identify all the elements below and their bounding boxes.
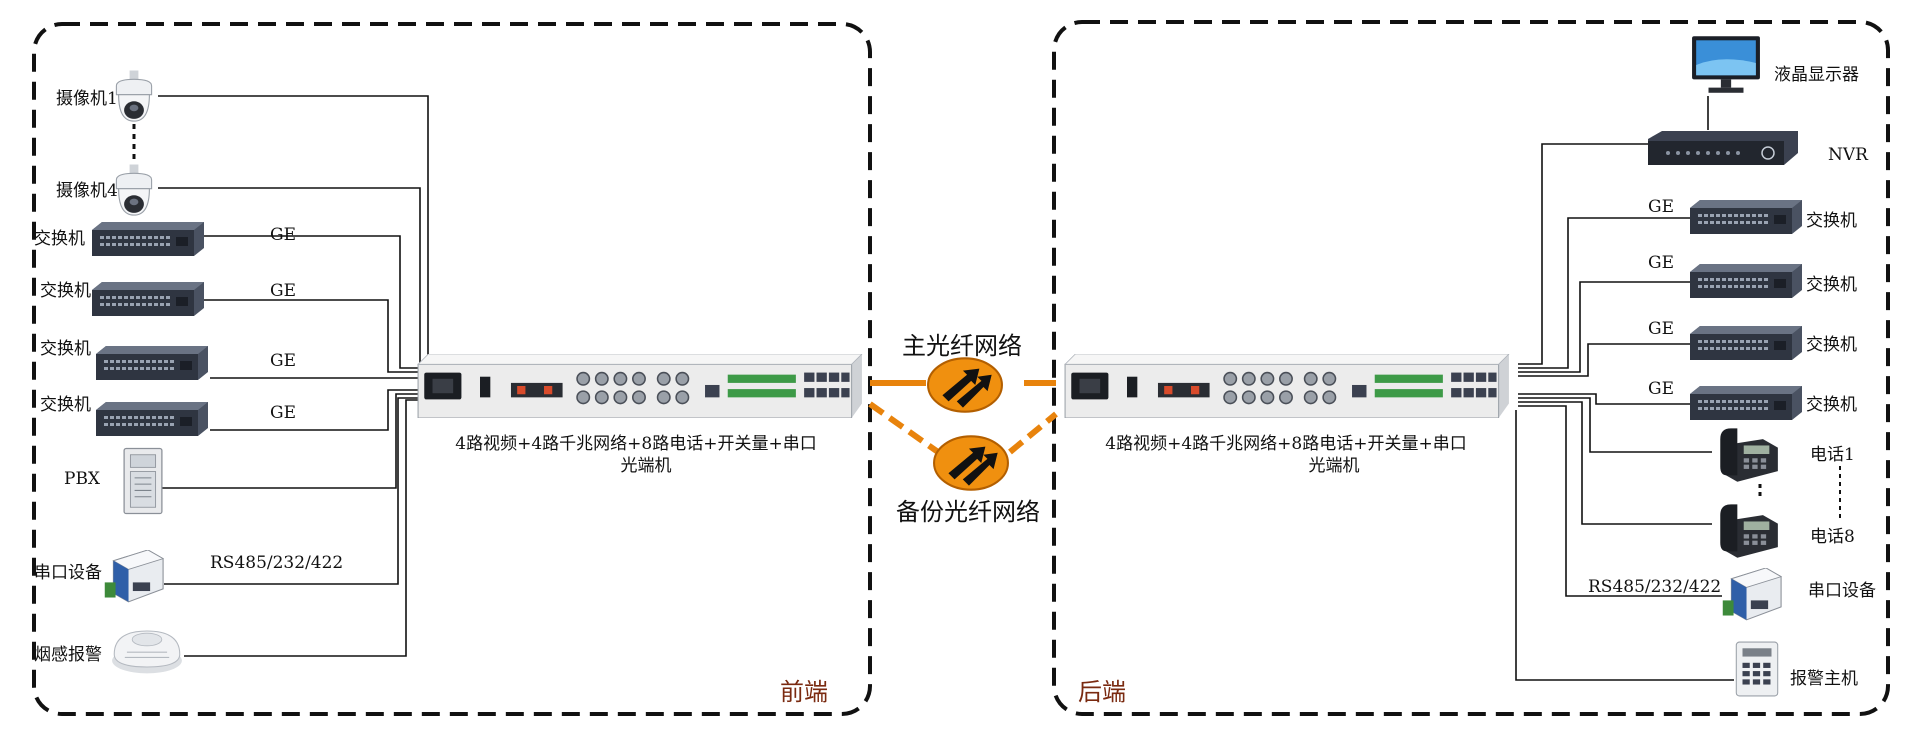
- camera4-icon: [115, 164, 153, 216]
- front-zone-border: [32, 22, 872, 716]
- front-switch4-label: 交换机: [40, 395, 91, 415]
- phone8-icon: [1720, 504, 1778, 558]
- front-zone-label: 前端: [780, 678, 828, 706]
- front-unit-title-line2: 光端机: [621, 456, 672, 476]
- front-switch3-icon: [96, 346, 208, 380]
- primary-fiber-node-icon: [927, 357, 1003, 413]
- back-ge4-label: GE: [1648, 379, 1674, 399]
- back-switch1-label: 交换机: [1806, 211, 1857, 231]
- camera1-icon: [115, 70, 153, 122]
- phone8-label: 电话8: [1810, 527, 1855, 547]
- back-ge1-label: GE: [1648, 197, 1674, 217]
- back-switch2-icon: [1690, 264, 1802, 298]
- nvr-icon: [1648, 130, 1798, 166]
- camera4-label: 摄像机4: [56, 181, 118, 201]
- back-switch3-label: 交换机: [1806, 335, 1857, 355]
- back-switch1-icon: [1690, 200, 1802, 234]
- front-switch2-icon: [92, 282, 204, 316]
- front-unit-title-line1: 4路视频+4路千兆网络+8路电话+开关量+串口: [455, 434, 816, 454]
- nvr-label: NVR: [1828, 145, 1869, 165]
- back-optical-unit-icon: [1064, 354, 1510, 418]
- pbx-label: PBX: [64, 469, 101, 489]
- back-zone-label: 后端: [1078, 678, 1126, 706]
- back-wires: [1515, 96, 1841, 681]
- front-switch3-label: 交换机: [40, 339, 91, 359]
- front-serial-icon: [104, 550, 164, 603]
- back-ge3-label: GE: [1648, 319, 1674, 339]
- fiber-links: [868, 380, 1058, 455]
- backup-network-label: 备份光纤网络: [896, 498, 1040, 526]
- back-serial-icon: [1722, 568, 1782, 621]
- lcd-monitor-icon: [1692, 36, 1760, 93]
- back-zone-border: [1052, 20, 1890, 716]
- smoke-detector-icon: [111, 630, 183, 674]
- front-optical-unit-icon: [417, 354, 863, 418]
- front-switch4-icon: [96, 402, 208, 436]
- phone1-label: 电话1: [1810, 445, 1855, 465]
- front-ge4-label: GE: [270, 403, 296, 423]
- backup-fiber-node-icon: [933, 435, 1009, 491]
- back-switch4-icon: [1690, 386, 1802, 420]
- phone1-icon: [1720, 428, 1778, 482]
- front-serial-label: 串口设备: [34, 563, 102, 583]
- lcd-monitor-label: 液晶显示器: [1774, 65, 1859, 85]
- front-rs485-label: RS485/232/422: [210, 553, 343, 573]
- back-rs485-label: RS485/232/422: [1588, 577, 1721, 597]
- front-switch1-label: 交换机: [34, 229, 85, 249]
- alarm-keypad-icon: [1735, 641, 1779, 697]
- primary-network-label: 主光纤网络: [902, 332, 1022, 360]
- back-unit-title-line1: 4路视频+4路千兆网络+8路电话+开关量+串口: [1105, 434, 1466, 454]
- back-serial-label: 串口设备: [1808, 581, 1876, 601]
- front-ge3-label: GE: [270, 351, 296, 371]
- front-ge2-label: GE: [270, 281, 296, 301]
- front-ge1-label: GE: [270, 225, 296, 245]
- back-switch3-icon: [1690, 326, 1802, 360]
- pbx-icon: [123, 447, 163, 515]
- front-switch1-icon: [92, 222, 204, 256]
- back-switch2-label: 交换机: [1806, 275, 1857, 295]
- front-switch2-label: 交换机: [40, 281, 91, 301]
- back-ge2-label: GE: [1648, 253, 1674, 273]
- back-switch4-label: 交换机: [1806, 395, 1857, 415]
- camera1-label: 摄像机1: [56, 89, 118, 109]
- smoke-detector-label: 烟感报警: [34, 645, 102, 665]
- alarm-host-label: 报警主机: [1790, 669, 1858, 689]
- back-unit-title-line2: 光端机: [1309, 456, 1360, 476]
